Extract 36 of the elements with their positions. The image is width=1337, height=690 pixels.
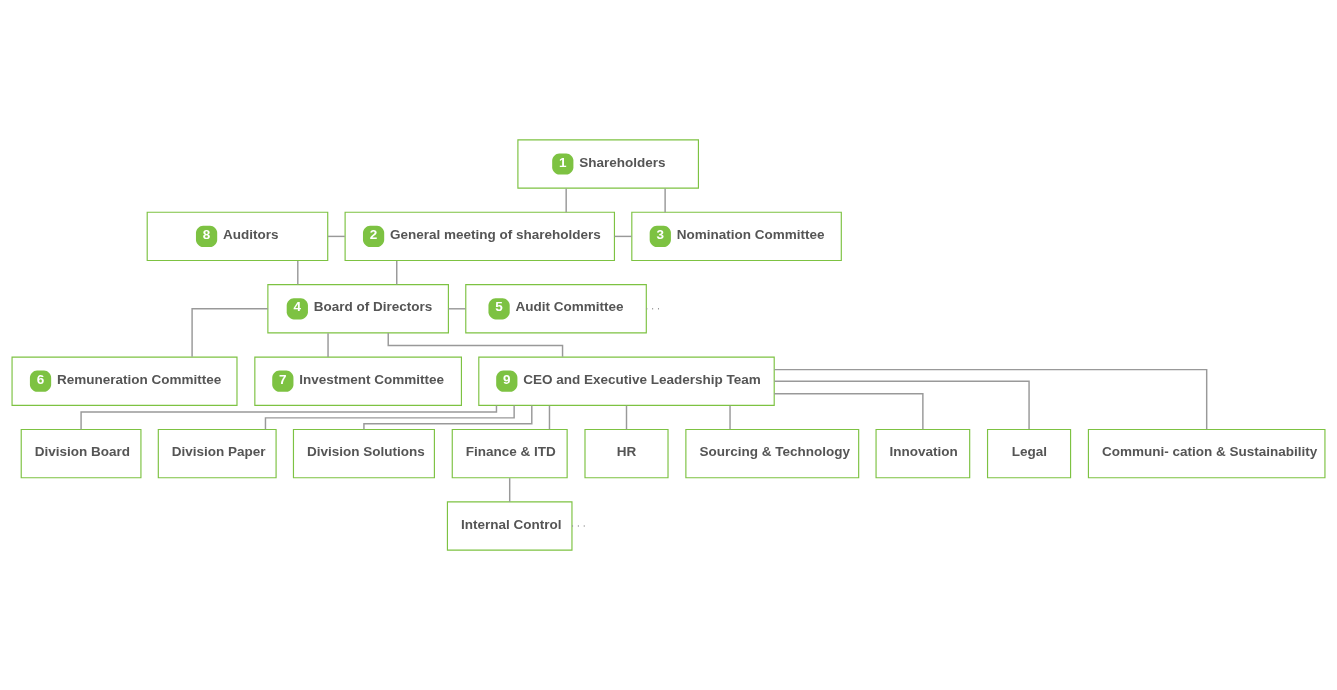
connector [729, 405, 731, 431]
node-box: 2 General meeting of shareholders [344, 211, 616, 262]
node-box: 1 Shareholders [517, 139, 699, 189]
node-box: 9 CEO and Executive Leadership Team [478, 356, 775, 406]
node-box: Division Solutions [292, 428, 435, 479]
node-box: 3 Nomination Committee [631, 211, 842, 262]
node-box: Innovation [875, 428, 971, 479]
node-box: 6 Remuneration Committee [11, 356, 238, 406]
connector [264, 404, 515, 430]
connector [664, 187, 666, 213]
connector [773, 380, 1030, 430]
node-box: 7 Investment Committee [254, 356, 462, 406]
connector [773, 393, 924, 430]
node-box: Communi- cation & Sustainability [1087, 428, 1326, 479]
node-box: Division Paper [157, 428, 277, 479]
connector [548, 405, 551, 431]
connector [297, 260, 299, 286]
connector [327, 332, 329, 358]
connector [565, 187, 567, 213]
node-box: Sourcing & Technology [685, 428, 860, 479]
connector [396, 260, 398, 286]
connector [363, 404, 533, 431]
node-box: 4 Board of Directors [267, 284, 449, 334]
connector [625, 405, 628, 431]
connector [773, 368, 1208, 431]
node-box: Division Board [20, 428, 142, 479]
node-box: Finance & ITD [451, 428, 568, 479]
connector [191, 308, 269, 358]
node-box: Internal Control [446, 501, 573, 551]
connector [508, 477, 511, 503]
node-box: HR [584, 428, 669, 479]
connector [387, 332, 564, 358]
node-box: 5 Audit Committee [465, 284, 647, 334]
connector [447, 308, 467, 310]
node-box: Legal [986, 428, 1072, 479]
node-box: 8 Auditors [146, 211, 329, 262]
